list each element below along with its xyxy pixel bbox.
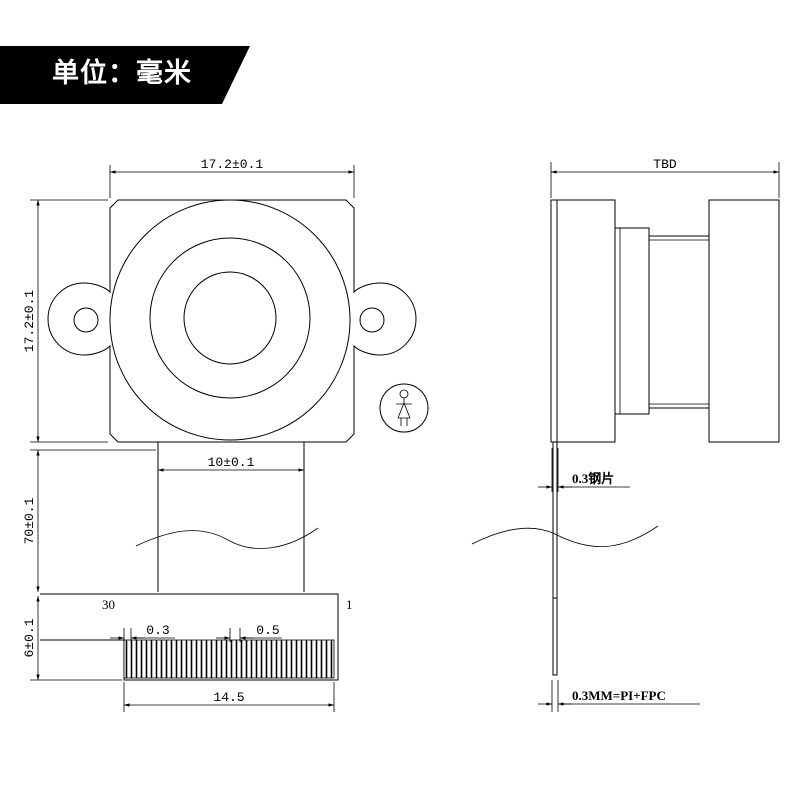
side-length-dim: TBD bbox=[653, 157, 677, 172]
unit-banner: 单位：毫米 bbox=[0, 46, 250, 104]
side-connector-stiffener bbox=[552, 597, 558, 676]
pitch-05-dim: 0.5 bbox=[256, 623, 279, 638]
side-break-line bbox=[471, 525, 659, 548]
steel-thickness-label: 0.3钢片 bbox=[572, 471, 614, 486]
side-lens-cap bbox=[708, 199, 780, 443]
lens-holder-outline bbox=[47, 199, 417, 443]
fpc-length-dim: 70±0.1 bbox=[22, 497, 37, 544]
lens-barrel-ring bbox=[149, 237, 311, 399]
left-mount-hole bbox=[73, 307, 99, 333]
side-lens-barrel bbox=[648, 235, 710, 409]
fpc-width-dim: 10±0.1 bbox=[208, 455, 255, 470]
holder-height-dim: 17.2±0.1 bbox=[22, 290, 37, 353]
connector-outline bbox=[40, 593, 339, 681]
female-symbol-icon bbox=[379, 383, 429, 433]
fpc-break-line bbox=[135, 527, 319, 549]
connector-width-dim: 14.5 bbox=[213, 690, 244, 705]
lens-glass bbox=[183, 271, 277, 365]
holder-width-dim: 17.2±0.1 bbox=[201, 157, 264, 172]
lens-outer-ring bbox=[109, 199, 351, 441]
pin-1-label: 1 bbox=[346, 597, 353, 612]
fpc-tail bbox=[157, 442, 305, 592]
pin-30-label: 30 bbox=[102, 597, 115, 612]
side-holder-body bbox=[556, 199, 616, 443]
pitch-03-dim: 0.3 bbox=[146, 623, 169, 638]
fpc-thickness-label: 0.3MM=PI+FPC bbox=[572, 688, 666, 703]
unit-title: 单位：毫米 bbox=[52, 58, 192, 89]
front-view: 17.2±0.1 17.2±0.1 10±0.1 70±0.1 30 1 bbox=[22, 157, 417, 712]
right-mount-hole bbox=[359, 307, 385, 333]
connector-pins bbox=[123, 639, 335, 679]
banner-background bbox=[0, 46, 250, 104]
connector-height-dim: 6±0.1 bbox=[22, 618, 37, 657]
side-base-plate bbox=[550, 199, 558, 443]
side-view: TBD 0.3钢片 0.3MM=PI+FPC bbox=[471, 157, 780, 712]
